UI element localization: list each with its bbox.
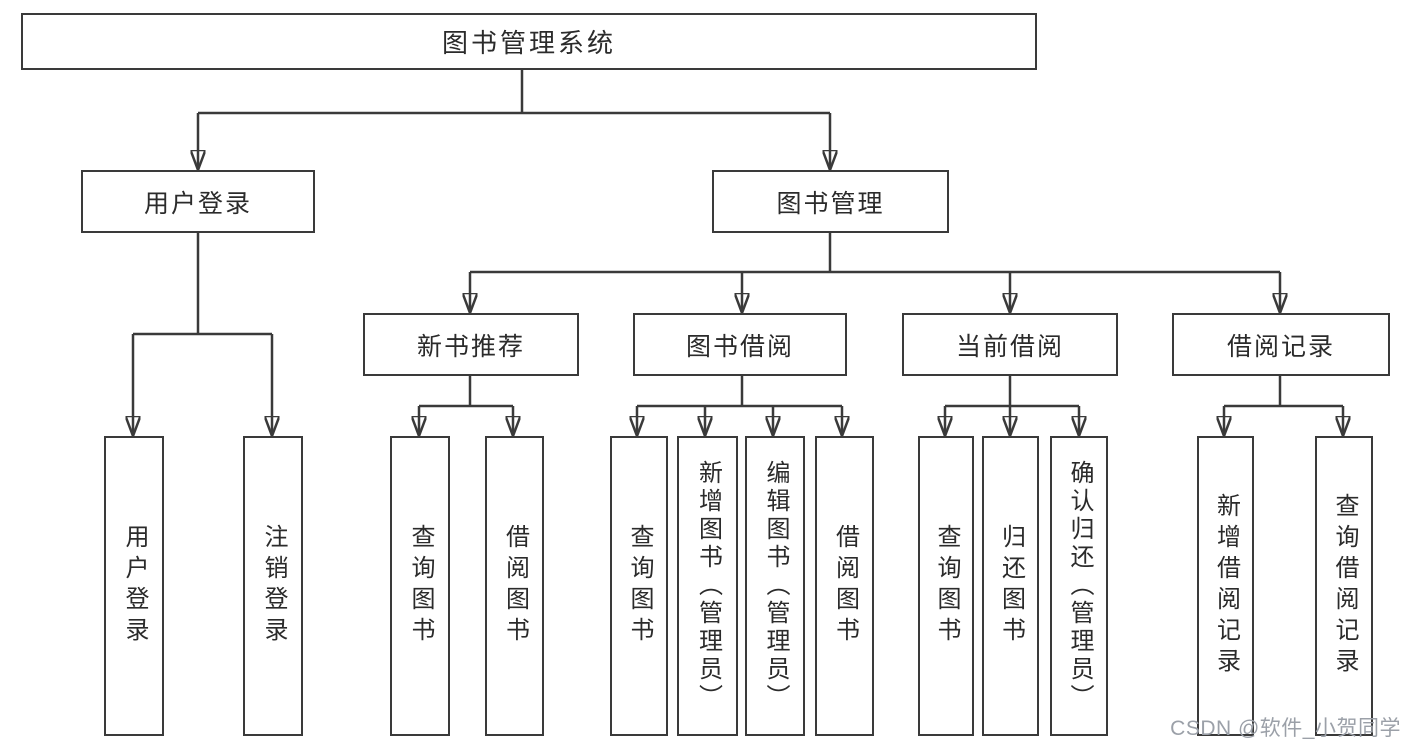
node-root: 图书管理系统 bbox=[21, 13, 1037, 70]
leaf-newbook-borrow-book: 借阅图书 bbox=[485, 436, 544, 736]
leaf-logout-login: 注销登录 bbox=[243, 436, 303, 736]
leaf-borrow-add-book-admin: 新增图书（管理员） bbox=[677, 436, 738, 736]
leaf-current-confirm-return-admin: 确认归还（管理员） bbox=[1050, 436, 1108, 736]
node-user-login: 用户登录 bbox=[81, 170, 315, 233]
leaf-current-query-book: 查询图书 bbox=[918, 436, 974, 736]
node-current-borrow: 当前借阅 bbox=[902, 313, 1118, 376]
leaf-borrow-query-book: 查询图书 bbox=[610, 436, 668, 736]
connector-root bbox=[198, 68, 830, 168]
connector-book-borrow bbox=[637, 376, 842, 434]
node-new-book-recommend: 新书推荐 bbox=[363, 313, 579, 376]
leaf-user-login: 用户登录 bbox=[104, 436, 164, 736]
csdn-watermark: CSDN @软件_小贺同学 bbox=[1170, 717, 1401, 740]
leaf-borrow-edit-book-admin: 编辑图书（管理员） bbox=[745, 436, 805, 736]
connector-book-management bbox=[470, 233, 1280, 311]
connector-borrow-records bbox=[1224, 376, 1343, 434]
leaf-records-query-record: 查询借阅记录 bbox=[1315, 436, 1373, 736]
leaf-borrow-borrow-book: 借阅图书 bbox=[815, 436, 874, 736]
leaf-current-return-book: 归还图书 bbox=[982, 436, 1039, 736]
node-borrow-records: 借阅记录 bbox=[1172, 313, 1390, 376]
connector-current-borrow bbox=[945, 376, 1079, 434]
leaf-records-add-record: 新增借阅记录 bbox=[1197, 436, 1254, 736]
node-book-borrow: 图书借阅 bbox=[633, 313, 847, 376]
leaf-newbook-query-book: 查询图书 bbox=[390, 436, 450, 736]
node-book-management: 图书管理 bbox=[712, 170, 949, 233]
connector-new-book-recommend bbox=[419, 376, 513, 434]
connector-user-login bbox=[133, 233, 272, 434]
